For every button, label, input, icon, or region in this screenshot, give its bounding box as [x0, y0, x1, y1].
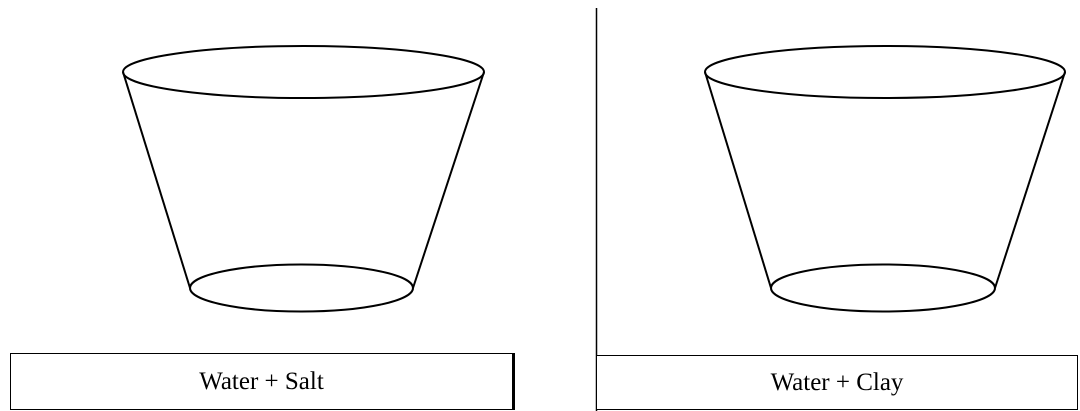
container-right	[705, 46, 1065, 312]
container-left-base	[190, 265, 413, 312]
container-right-side-right	[995, 72, 1065, 288]
container-right-side-left	[705, 72, 771, 288]
label-water-salt-text: Water + Salt	[199, 368, 324, 396]
container-left-side-left	[123, 72, 190, 288]
label-water-clay-text: Water + Clay	[771, 369, 904, 397]
container-left-rim	[123, 46, 484, 98]
container-right-base	[771, 265, 995, 312]
container-left	[123, 46, 484, 312]
label-water-salt: Water + Salt	[10, 353, 515, 410]
container-left-side-right	[413, 72, 484, 288]
label-water-clay: Water + Clay	[596, 355, 1078, 410]
container-right-rim	[705, 46, 1065, 98]
